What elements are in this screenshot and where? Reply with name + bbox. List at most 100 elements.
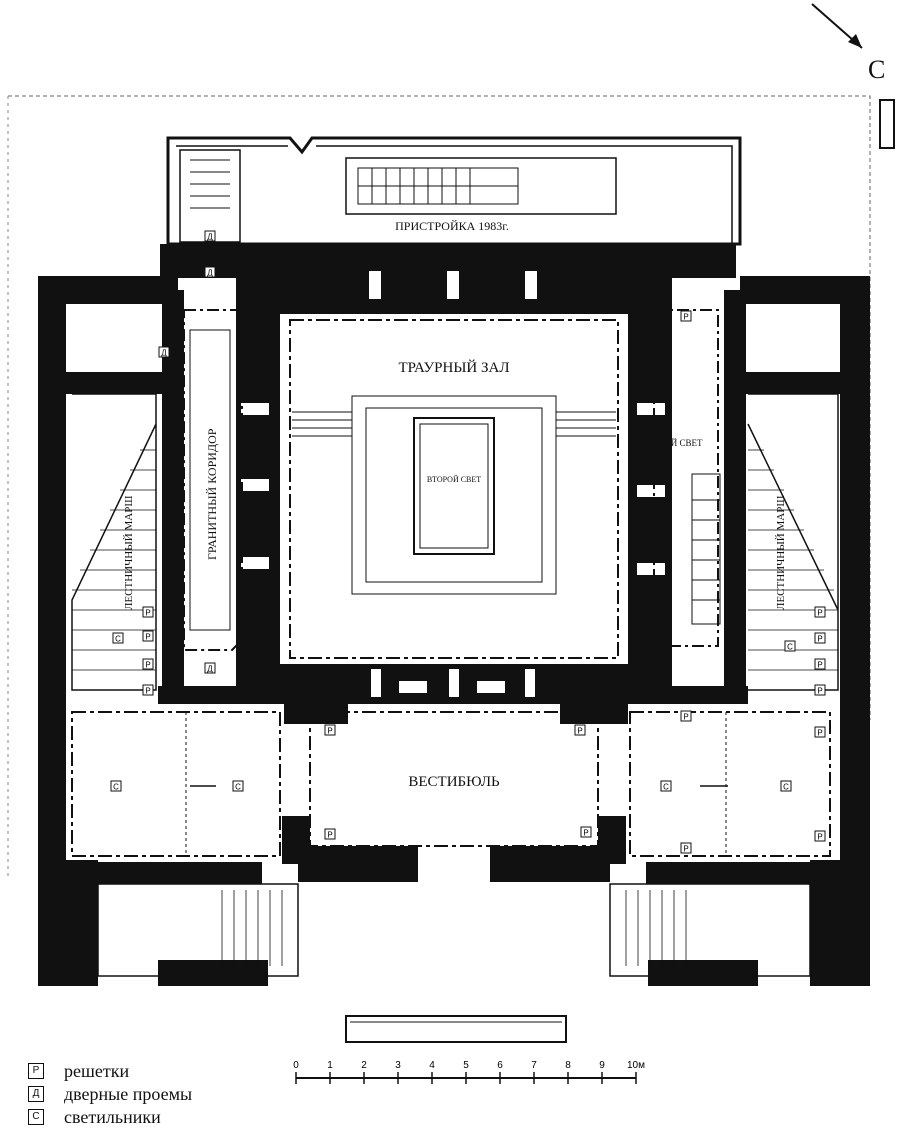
svg-text:С: С bbox=[115, 635, 121, 644]
stairs-right-label: ЛЕСТНИЧНЫЙ МАРШ bbox=[775, 496, 787, 610]
grate-marker: Р bbox=[814, 684, 826, 696]
grate-marker: Р bbox=[814, 830, 826, 842]
svg-text:С: С bbox=[783, 783, 789, 792]
scale-tick-label: 7 bbox=[531, 1060, 537, 1071]
stairs-left-label: ЛЕСТНИЧНЫЙ МАРШ bbox=[123, 496, 135, 610]
annex-label: ПРИСТРОЙКА 1983г. bbox=[395, 219, 509, 233]
stairs-right: ЛЕСТНИЧНЫЙ МАРШ bbox=[747, 393, 839, 691]
legend-item-grate: Р решетки bbox=[28, 1060, 129, 1082]
outer-walls bbox=[38, 244, 870, 986]
grate-marker: Р bbox=[814, 726, 826, 738]
north-arrow-head bbox=[848, 34, 862, 48]
grate-marker: Р bbox=[142, 658, 154, 670]
side-room-left bbox=[71, 711, 281, 857]
door-key-icon: Д bbox=[28, 1086, 44, 1102]
svg-text:Р: Р bbox=[145, 633, 150, 642]
lower-stairs-left bbox=[97, 883, 299, 977]
stairs-left: ЛЕСТНИЧНЫЙ МАРШ bbox=[71, 393, 157, 691]
lamp-key-icon: С bbox=[28, 1109, 44, 1125]
north-label: С bbox=[868, 55, 885, 84]
lamp-marker: С bbox=[784, 640, 796, 652]
svg-text:Р: Р bbox=[817, 687, 822, 696]
svg-text:Р: Р bbox=[683, 313, 688, 322]
scale-tick-label: 9 bbox=[599, 1060, 605, 1071]
door-marker: Д bbox=[204, 266, 216, 278]
lamp-marker: С bbox=[112, 632, 124, 644]
scale-tick-label: 0 bbox=[293, 1060, 299, 1071]
hall-label: ТРАУРНЫЙ ЗАЛ bbox=[398, 359, 509, 376]
legend-text: решетки bbox=[64, 1060, 130, 1081]
grate-marker: Р bbox=[814, 632, 826, 644]
grate-marker: Р bbox=[680, 842, 692, 854]
grate-marker: Р bbox=[680, 710, 692, 722]
svg-text:С: С bbox=[663, 783, 669, 792]
svg-text:Р: Р bbox=[327, 727, 332, 736]
plan-markers: Д Д Д Д Р Р Р Р Р Р Р Р Р Р Р Р Р Р Р Р Р С С С С С С bbox=[110, 230, 826, 854]
svg-text:Р: Р bbox=[145, 687, 150, 696]
grate-marker: Р bbox=[142, 684, 154, 696]
second-light-right-label: ВТОРОЙ СВЕТ bbox=[641, 438, 703, 448]
svg-text:Р: Р bbox=[327, 831, 332, 840]
scale-tick-label: 2 bbox=[361, 1060, 367, 1071]
vestibule: ВЕСТИБЮЛЬ bbox=[309, 711, 599, 847]
door-marker: Д bbox=[204, 662, 216, 674]
scale-tick-label: 3 bbox=[395, 1060, 401, 1071]
scale-tick-label: 4 bbox=[429, 1060, 435, 1071]
svg-text:Р: Р bbox=[817, 661, 822, 670]
svg-text:Р: Р bbox=[817, 833, 822, 842]
svg-text:Д: Д bbox=[207, 665, 213, 674]
north-post bbox=[879, 99, 895, 149]
svg-text:Р: Р bbox=[817, 609, 822, 618]
scale-tick-label: 10м bbox=[627, 1060, 645, 1071]
scale-tick-label: 8 bbox=[565, 1060, 571, 1071]
lamp-marker: С bbox=[232, 780, 244, 792]
legend-item-lamp: С светильники bbox=[28, 1106, 161, 1128]
svg-text:Р: Р bbox=[577, 727, 582, 736]
grate-marker: Р bbox=[324, 828, 336, 840]
grate-marker: Р bbox=[814, 658, 826, 670]
svg-text:С: С bbox=[113, 783, 119, 792]
legend-text: дверные проемы bbox=[64, 1083, 193, 1104]
legend-text: светильники bbox=[64, 1106, 161, 1127]
vestibule-label: ВЕСТИБЮЛЬ bbox=[408, 774, 500, 790]
grate-marker: Р bbox=[814, 606, 826, 618]
svg-text:Д: Д bbox=[161, 349, 167, 358]
grate-marker: Р bbox=[142, 606, 154, 618]
second-light-center-label: ВТОРОЙ СВЕТ bbox=[427, 475, 481, 484]
mourning-hall: ТРАУРНЫЙ ЗАЛ ВТОРОЙ СВЕТ bbox=[280, 314, 628, 664]
svg-text:С: С bbox=[235, 783, 241, 792]
side-room-right bbox=[629, 711, 831, 857]
svg-text:Р: Р bbox=[817, 635, 822, 644]
svg-text:Р: Р bbox=[683, 845, 688, 854]
grate-marker: Р bbox=[680, 310, 692, 322]
corridor-label: ГРАНИТНЫЙ КОРИДОР bbox=[205, 428, 219, 560]
annex: ПРИСТРОЙКА 1983г. bbox=[166, 136, 742, 246]
lower-stairs-right bbox=[609, 883, 811, 977]
grate-key-icon: Р bbox=[28, 1063, 44, 1079]
svg-text:Р: Р bbox=[817, 729, 822, 738]
lamp-marker: С bbox=[660, 780, 672, 792]
entrance-platform bbox=[345, 1015, 567, 1043]
scale-tick-label: 6 bbox=[497, 1060, 503, 1071]
lamp-marker: С bbox=[110, 780, 122, 792]
legend-item-door: Д дверные проемы bbox=[28, 1083, 192, 1105]
grate-marker: Р bbox=[142, 630, 154, 642]
wall-niches bbox=[239, 269, 667, 699]
svg-text:Р: Р bbox=[145, 661, 150, 670]
scale-tick-label: 1 bbox=[327, 1060, 333, 1071]
grate-marker: Р bbox=[324, 724, 336, 736]
svg-text:Р: Р bbox=[583, 829, 588, 838]
svg-text:Д: Д bbox=[207, 233, 213, 242]
svg-text:Р: Р bbox=[683, 713, 688, 722]
door-marker: Д bbox=[204, 230, 216, 242]
lamp-marker: С bbox=[780, 780, 792, 792]
granite-corridor: ГРАНИТНЫЙ КОРИДОР bbox=[183, 309, 243, 651]
svg-text:С: С bbox=[787, 643, 793, 652]
grate-marker: Р bbox=[580, 826, 592, 838]
grate-marker: Р bbox=[574, 724, 586, 736]
scale-tick-label: 5 bbox=[463, 1060, 469, 1071]
second-light-right: ВТОРОЙ СВЕТ bbox=[641, 309, 721, 647]
door-marker: Д bbox=[158, 346, 170, 358]
svg-text:Р: Р bbox=[145, 609, 150, 618]
